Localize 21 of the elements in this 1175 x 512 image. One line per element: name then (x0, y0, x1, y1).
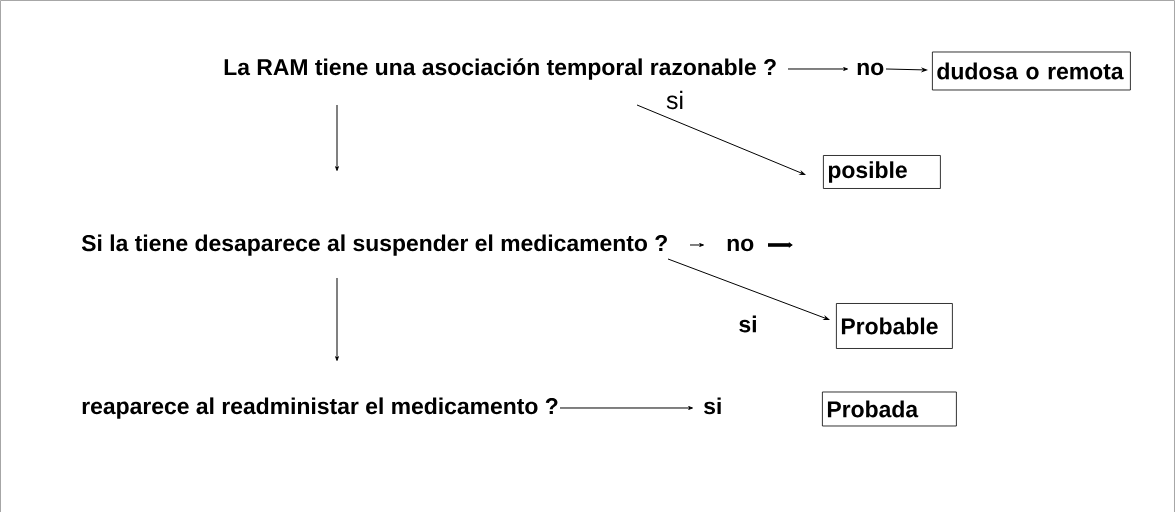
arrow (559, 406, 693, 410)
arrow (787, 67, 848, 71)
result-box: Probada (822, 391, 957, 427)
arrow (335, 277, 339, 361)
result-box: dudosa o remota (932, 51, 1131, 91)
question-text: reaparece al readministar el medicamento ? (82, 397, 558, 419)
arrow (335, 104, 339, 171)
question-text: La RAM tiene una asociación temporal razonable ? (224, 58, 776, 80)
arrow (768, 242, 793, 248)
question-text: Si la tiene desaparece al suspender el medicamento ? (81, 234, 667, 256)
arrow (636, 104, 806, 175)
answer-text: no (727, 238, 754, 252)
edge-label: si (737, 314, 759, 334)
answer-text: no (857, 62, 884, 76)
arrow (885, 68, 927, 72)
arrow (689, 243, 704, 247)
result-box: posible (823, 155, 941, 189)
result-box: Probable (836, 303, 953, 349)
edge-label: si (665, 89, 685, 111)
answer-text: si (704, 397, 721, 415)
arrow (667, 258, 830, 320)
